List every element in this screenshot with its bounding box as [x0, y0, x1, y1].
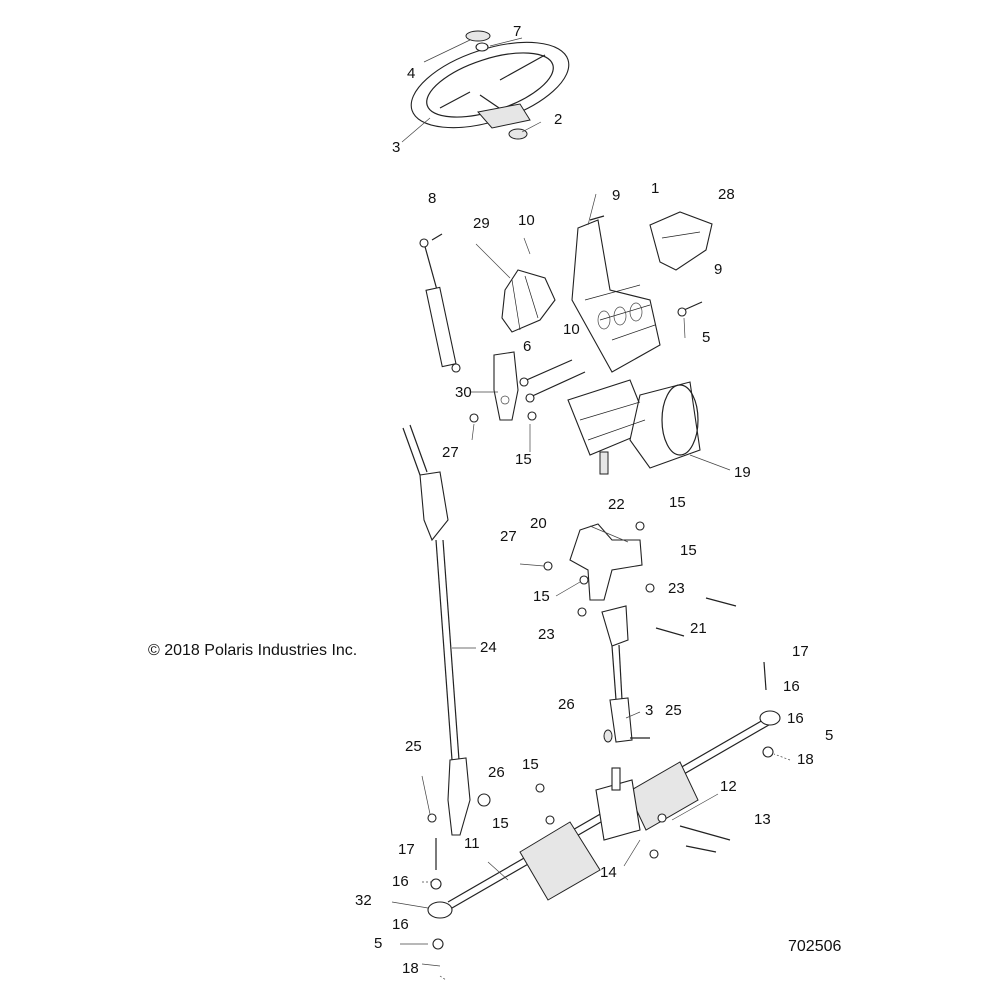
bracket-20 [569, 523, 643, 601]
callout-17: 17 [792, 643, 809, 660]
callout-26-b: 26 [488, 764, 505, 781]
callout-11: 11 [464, 835, 480, 852]
callout-25-b: 25 [405, 738, 422, 755]
callout-26: 26 [558, 696, 575, 713]
column-bracket [571, 219, 661, 373]
diagram-number: 702506 [788, 938, 842, 955]
callout-15: 15 [515, 451, 532, 468]
callout-32: 32 [355, 892, 372, 909]
callout-24: 24 [480, 639, 497, 656]
u-joint-30 [493, 351, 519, 421]
callout-15-c: 15 [680, 542, 697, 559]
callout-27-b: 27 [500, 528, 517, 545]
callout-3-b: 3 [645, 702, 654, 719]
steering-wheel [410, 30, 570, 140]
callout-23: 23 [668, 580, 685, 597]
cover-28 [649, 211, 713, 271]
callout-28: 28 [718, 186, 735, 203]
callout-10: 10 [518, 212, 535, 229]
copyright-notice: © 2018 Polaris Industries Inc. [148, 642, 358, 659]
callout-19: 19 [734, 464, 751, 481]
callout-27: 27 [442, 444, 459, 461]
callout-16-c: 16 [392, 873, 409, 890]
intermediate-shaft [601, 605, 633, 743]
callout-29: 29 [473, 215, 490, 232]
steering-rack [427, 710, 781, 919]
callout-15-b: 15 [669, 494, 686, 511]
callout-14: 14 [600, 864, 617, 881]
callout-10-lower: 10 [563, 321, 580, 338]
callout-9-right: 9 [714, 261, 723, 278]
callout-15-e: 15 [522, 756, 539, 773]
callout-22: 22 [608, 496, 625, 513]
callout-1: 1 [651, 180, 660, 197]
callout-5: 5 [702, 329, 711, 346]
callout-2: 2 [554, 111, 563, 128]
callout-30: 30 [455, 384, 472, 401]
callout-8: 8 [428, 190, 437, 207]
callout-5-b: 5 [825, 727, 834, 744]
callout-25: 25 [665, 702, 682, 719]
callout-6: 6 [523, 338, 532, 355]
callout-20: 20 [530, 515, 547, 532]
callout-13: 13 [754, 811, 771, 828]
callout-15-f: 15 [492, 815, 509, 832]
steering-shaft [402, 424, 471, 836]
callout-12: 12 [720, 778, 737, 795]
callout-16-b: 16 [787, 710, 804, 727]
callout-18-b: 18 [402, 960, 419, 977]
callout-16-d: 16 [392, 916, 409, 933]
gas-strut [419, 233, 461, 373]
callout-15-d: 15 [533, 588, 550, 605]
callout-18: 18 [797, 751, 814, 768]
callout-21: 21 [690, 620, 707, 637]
bracket-29 [501, 269, 556, 333]
callout-5-c: 5 [374, 935, 383, 952]
callout-16: 16 [783, 678, 800, 695]
callout-7: 7 [513, 23, 522, 40]
callout-4: 4 [407, 65, 416, 82]
callout-3: 3 [392, 139, 401, 156]
callout-23-b: 23 [538, 626, 555, 643]
callout-17-b: 17 [398, 841, 415, 858]
power-steering-unit [567, 379, 701, 475]
callout-9: 9 [612, 187, 621, 204]
